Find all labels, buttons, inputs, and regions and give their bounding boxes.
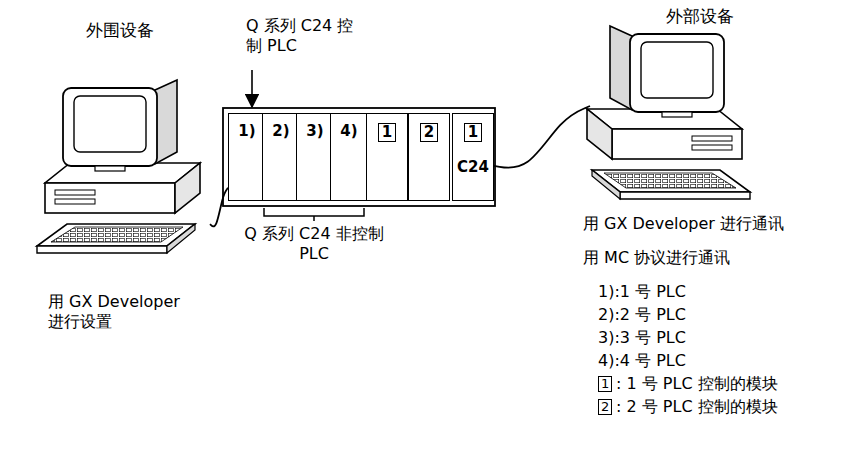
note-text: 用 MC 协议进行通讯 [583, 248, 730, 268]
c24-slot: 1C24 [452, 113, 494, 201]
boxed-number: 1 [464, 123, 482, 142]
module-slot: 1 [366, 113, 408, 201]
key-text: 3):3 号 PLC [598, 328, 686, 348]
key-text: : 2 号 PLC 控制的模块 [616, 397, 778, 417]
boxed-number: 1 [598, 376, 612, 392]
key-text: 4):4 号 PLC [598, 351, 686, 371]
device-heading: 外围设备 [83, 20, 157, 40]
cpu-slot: 1) [228, 113, 266, 201]
slot-label: 2) [263, 122, 299, 140]
module-slot: 2 [408, 113, 450, 201]
key-text: 2):2 号 PLC [598, 305, 686, 325]
slot-label: 4) [331, 122, 367, 140]
peripheral-computer: 外围设备 [30, 20, 210, 252]
base-unit [223, 108, 495, 206]
external-computer: 外部设备 [590, 6, 760, 206]
cable [210, 188, 228, 227]
note-text: 用 GX Developer 进行通讯 [583, 214, 784, 234]
group-text: Q 系列 C24 非控制 PLC [236, 224, 392, 264]
slot-label: C24 [453, 158, 493, 176]
device-heading: 外部设备 [663, 6, 737, 26]
key-text: : 1 号 PLC 控制的模块 [616, 374, 778, 394]
pointer-arrow [251, 70, 253, 107]
computer-drawing [587, 26, 750, 199]
cable [494, 106, 590, 168]
boxed-number: 2 [598, 399, 612, 415]
cpu-slot: 4) [330, 113, 368, 201]
boxed-number: 2 [420, 123, 438, 142]
computer-drawing [37, 80, 200, 253]
key-text: 1):1 号 PLC [598, 282, 686, 302]
slot-label: 3) [297, 122, 333, 140]
callout-text: Q 系列 C24 控制 PLC [246, 16, 356, 56]
cpu-slot: 2) [262, 113, 300, 201]
boxed-number: 1 [378, 123, 396, 142]
slot-label: 1) [229, 122, 265, 140]
group-bracket [264, 208, 364, 221]
note-text: 用 GX Developer 进行设置 [48, 292, 182, 332]
cpu-slot: 3) [296, 113, 334, 201]
